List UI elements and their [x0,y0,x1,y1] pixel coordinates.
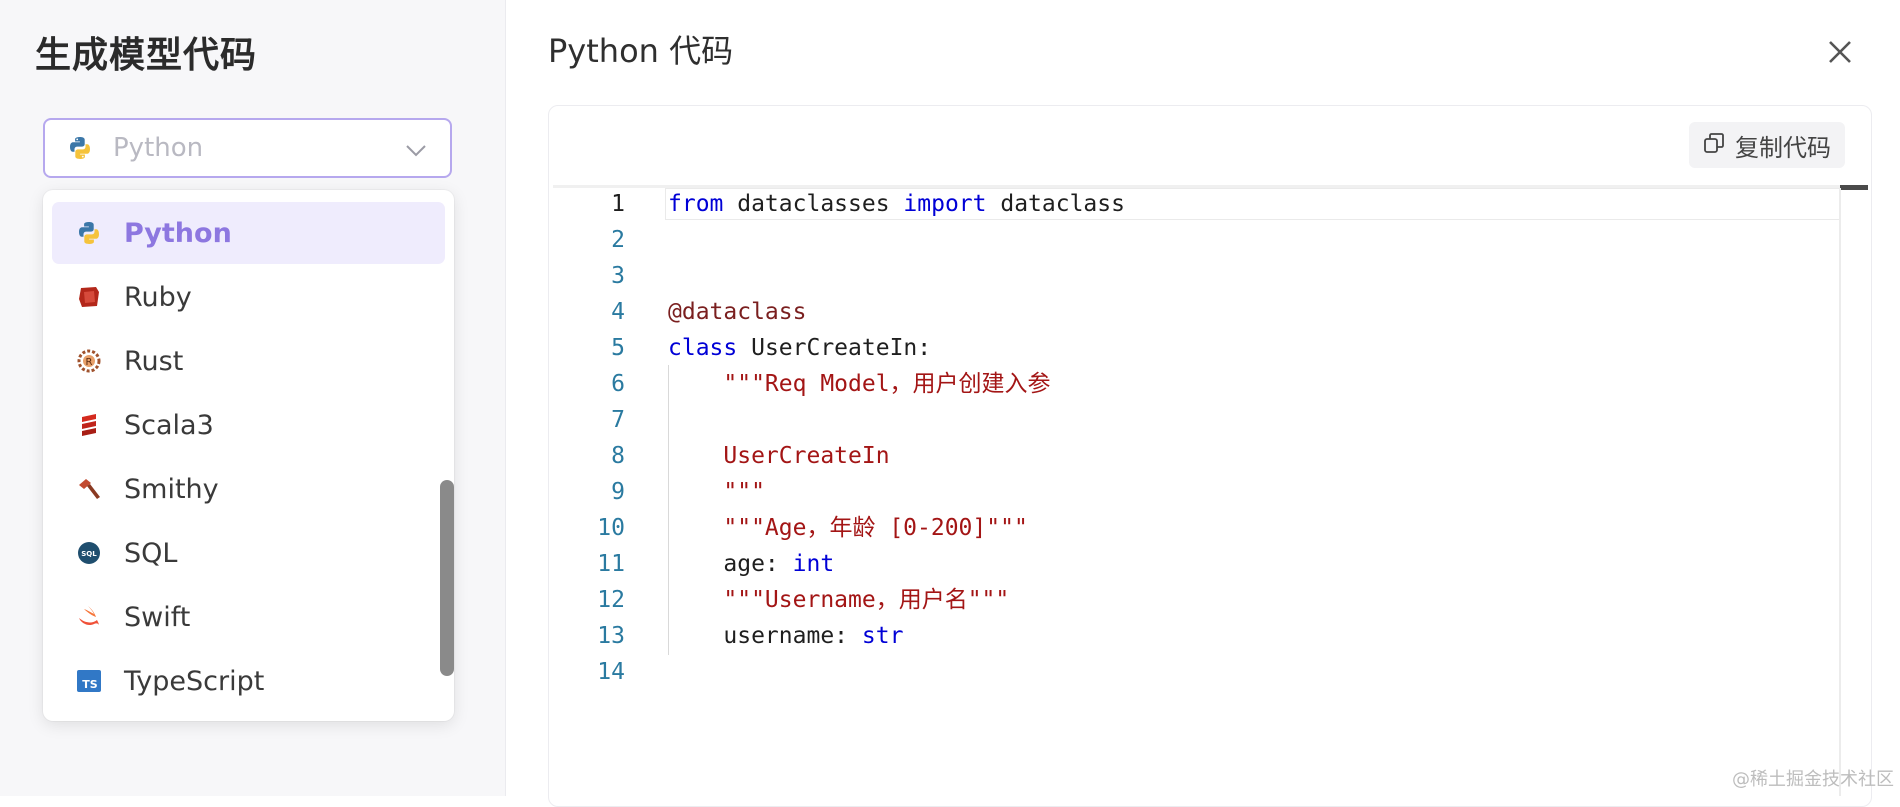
code-token: @dataclass [668,299,807,325]
code-token: dataclass [986,191,1125,217]
rust-icon: R [76,348,102,374]
code-line: username: str [668,620,903,656]
python-icon [76,220,102,246]
close-button[interactable] [1822,34,1858,70]
code-token: """ [723,479,765,505]
copy-code-button[interactable]: 复制代码 [1689,122,1845,168]
sql-icon: SQL [76,540,102,566]
panel-title: 生成模型代码 [35,35,258,76]
code-token: """Req Model，用户创建入参 [723,371,1051,397]
code-line: age: int [668,548,834,584]
swift-icon [76,604,102,630]
watermark: @稀土掘金技术社区 [1732,769,1894,790]
close-icon [1829,41,1851,63]
option-ruby[interactable]: Ruby [52,266,445,328]
option-label: Swift [124,601,191,633]
option-label: Smithy [124,473,219,505]
option-smithy[interactable]: Smithy [52,458,445,520]
chevron-down-icon[interactable] [404,138,428,166]
svg-text:TS: TS [82,678,98,691]
line-number: 9 [611,479,625,505]
ruby-icon [76,284,102,310]
code-token: username: [668,623,862,649]
option-label: SQL [124,537,178,569]
code-token [668,479,723,505]
line-number: 11 [597,551,625,577]
code-line: UserCreateIn [668,440,890,476]
code-token [668,371,723,397]
dropdown-scrollbar[interactable] [440,480,454,676]
code-token: class [668,335,738,361]
editor-top-border [553,185,1868,188]
copy-icon [1703,132,1725,158]
language-dropdown: Python Ruby R Rust Scala3 Smithy [43,190,454,721]
option-label: Python [124,217,232,249]
code-token [668,443,723,469]
line-number: 13 [597,623,625,649]
language-panel: 生成模型代码 Python Python [0,0,506,796]
code-line: from dataclasses import dataclass [668,188,1125,224]
line-number: 10 [597,515,625,541]
minimap-slider[interactable] [1840,185,1868,190]
line-number: 8 [611,443,625,469]
line-number: 1 [611,191,625,217]
option-rust[interactable]: R Rust [52,330,445,392]
code-line: """ [668,476,765,512]
option-python[interactable]: Python [52,202,445,264]
code-token: UserCreateIn [723,443,890,469]
scala-icon [76,412,102,438]
code-editor [548,105,1872,807]
line-number: 5 [611,335,625,361]
option-label: Rust [124,345,184,377]
language-select[interactable]: Python [43,118,452,178]
code-token [668,515,723,541]
option-scala3[interactable]: Scala3 [52,394,445,456]
minimap-border [1839,188,1841,796]
python-icon [67,135,93,161]
line-number: 3 [611,263,625,289]
code-token: from [668,191,724,217]
typescript-icon: TS [76,668,102,694]
option-label: TypeScript [124,665,265,697]
code-token: import [903,191,987,217]
code-line: """Req Model，用户创建入参 [668,368,1051,404]
svg-text:SQL: SQL [81,550,97,558]
option-label: Scala3 [124,409,214,441]
code-token: """Age，年龄 [0-200]""" [723,515,1028,541]
code-token: dataclasses [723,191,904,217]
svg-text:R: R [86,357,93,368]
line-number: 4 [611,299,625,325]
code-line: """Username，用户名""" [668,584,1009,620]
code-line: @dataclass [668,296,806,332]
option-swift[interactable]: Swift [52,586,445,648]
option-sql[interactable]: SQL SQL [52,522,445,584]
line-number: 12 [597,587,625,613]
copy-code-label: 复制代码 [1735,133,1831,162]
line-number: 6 [611,371,625,397]
code-token: age: [668,551,793,577]
line-number: 2 [611,227,625,253]
code-line: class UserCreateIn: [668,332,931,368]
code-token: """Username，用户名""" [723,587,1010,613]
code-token: str [861,623,904,649]
code-line: """Age，年龄 [0-200]""" [668,512,1028,548]
select-value: Python [113,133,204,163]
code-panel-title: Python 代码 [548,32,734,70]
smithy-hammer-icon [76,476,102,502]
code-token: int [792,551,835,577]
code-token: UserCreateIn: [737,335,932,361]
line-number: 14 [597,659,625,685]
option-label: Ruby [124,281,192,313]
indent-guide [668,365,669,655]
code-token [668,587,723,613]
line-number: 7 [611,407,625,433]
option-typescript[interactable]: TS TypeScript [52,650,445,712]
